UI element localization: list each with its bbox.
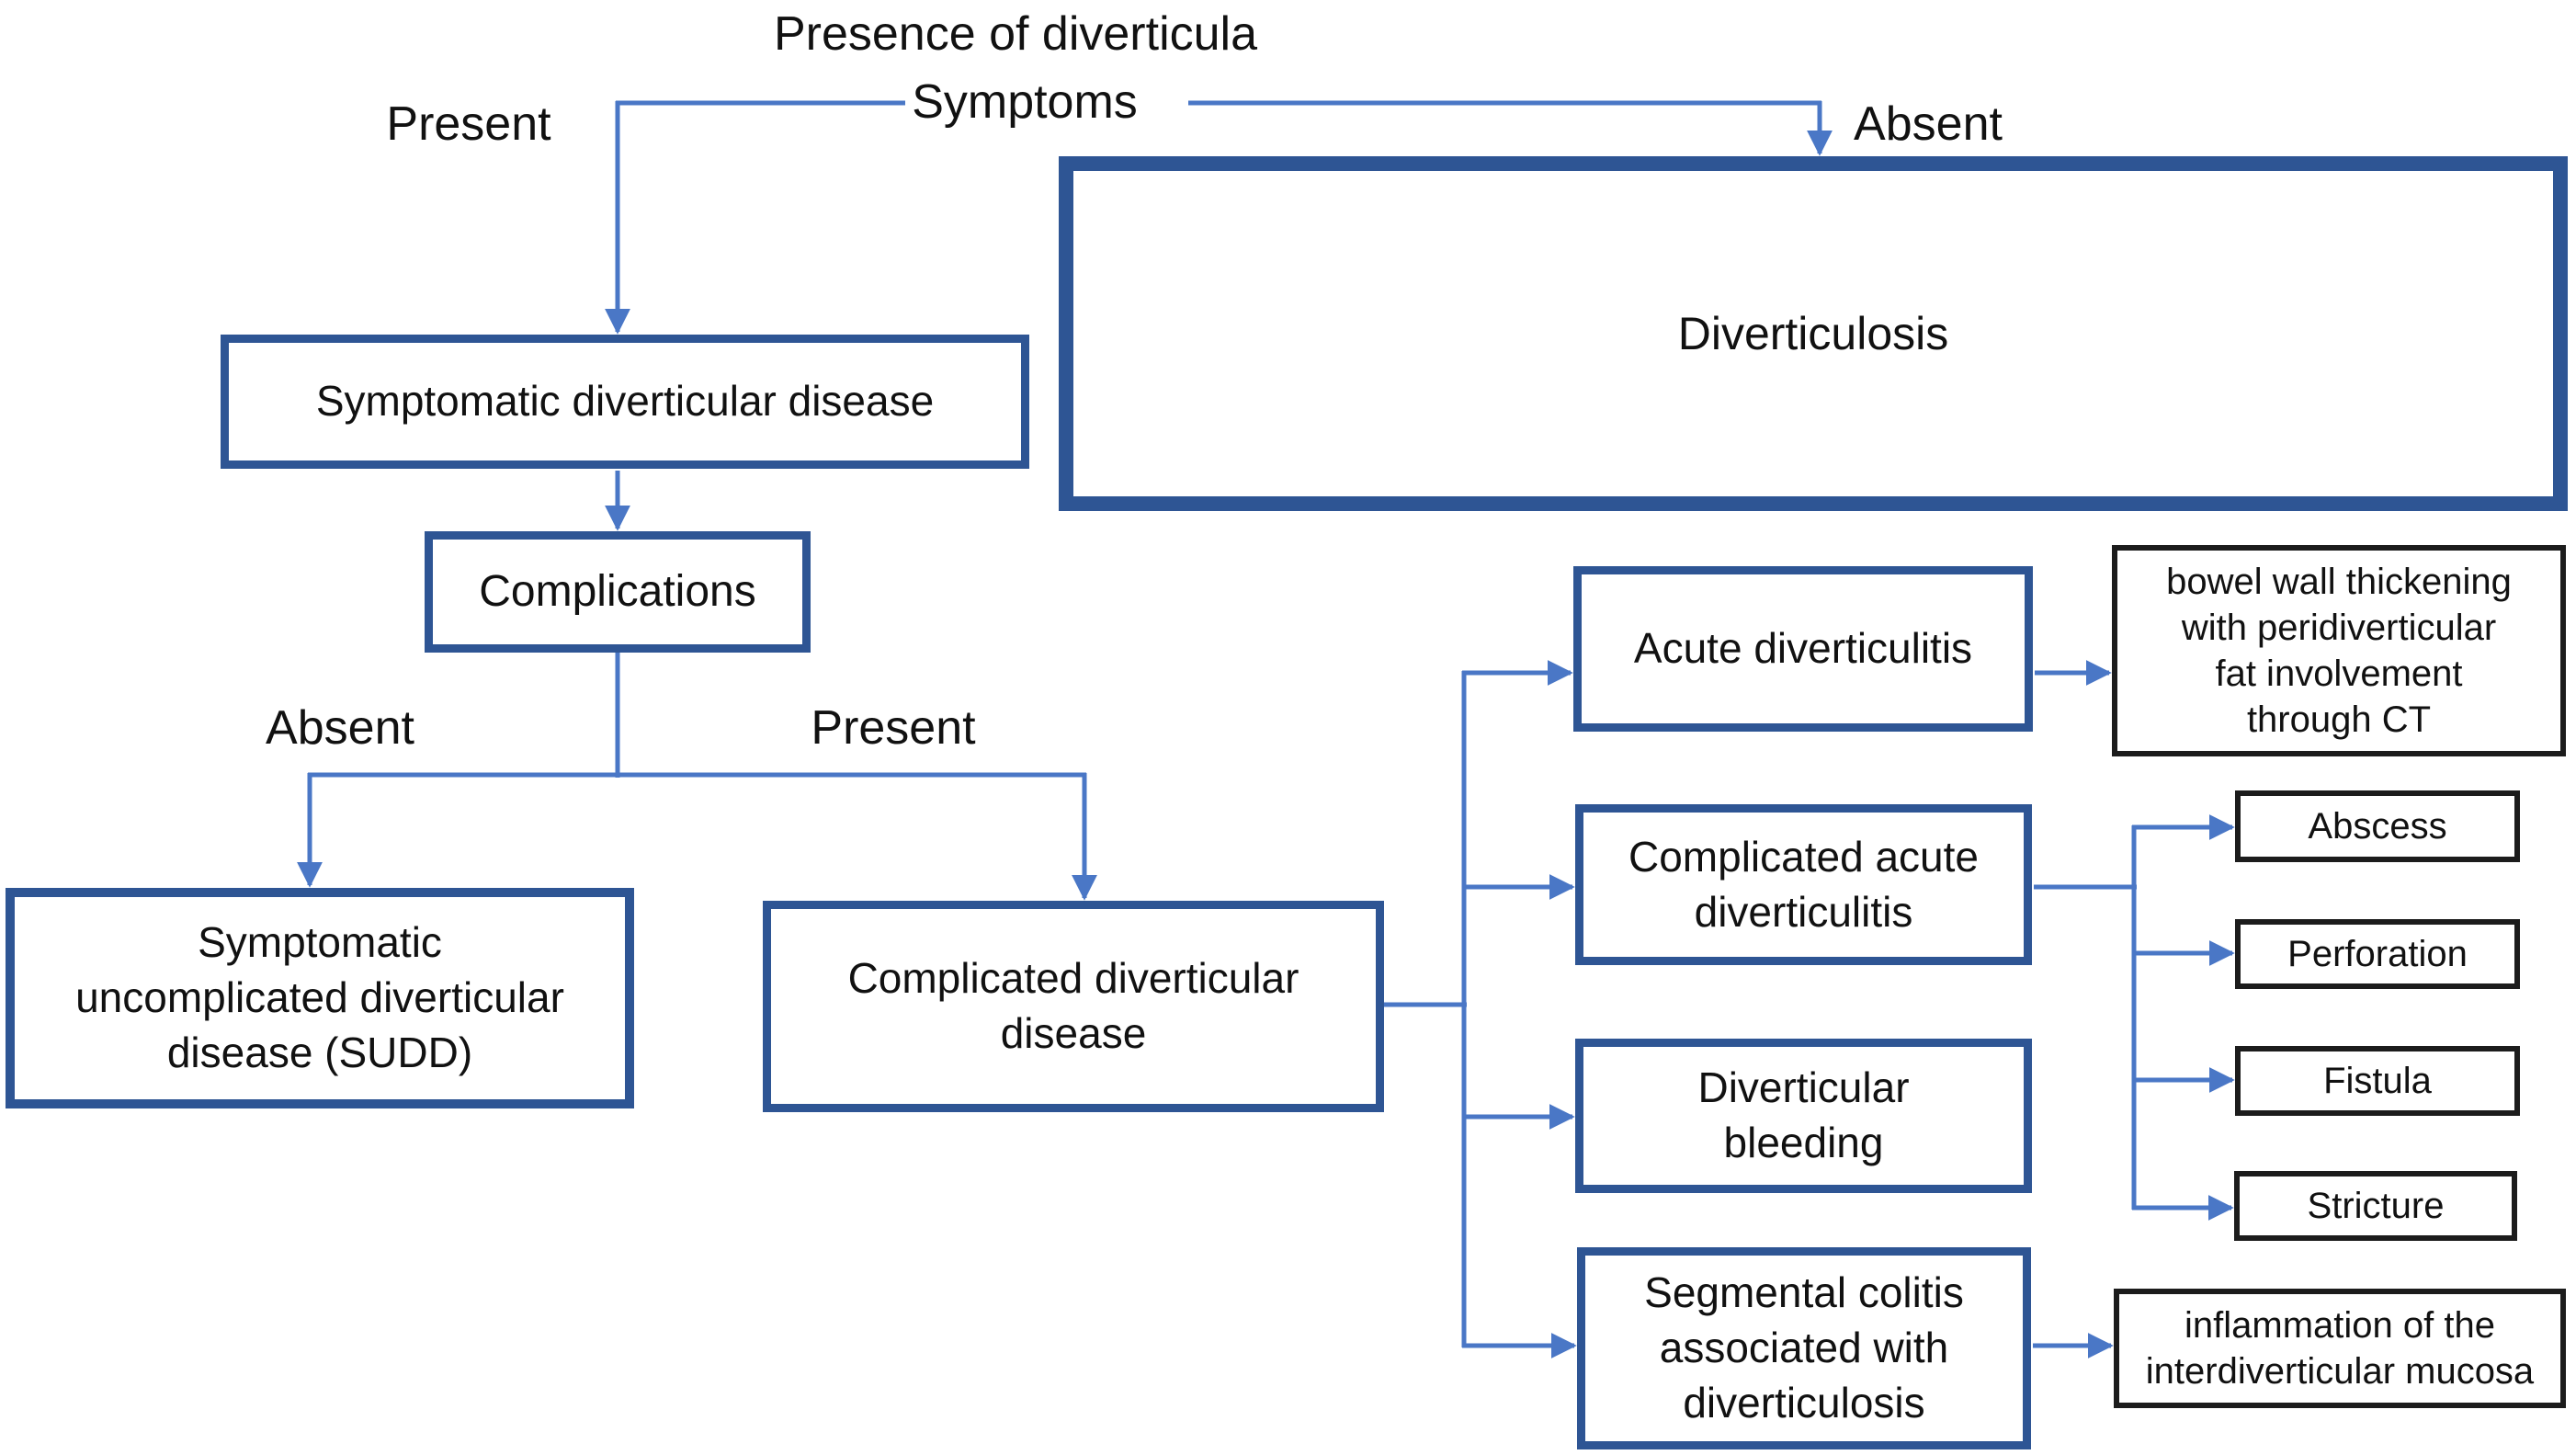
- node-complicated-acute-diverticulitis-label: Complicated acute diverticulitis: [1628, 832, 1979, 936]
- node-acute-diverticulitis: Acute diverticulitis: [1573, 566, 2033, 732]
- node-sudd-label: Symptomatic uncomplicated diverticular d…: [75, 918, 564, 1076]
- node-perforation-label: Perforation: [2287, 934, 2468, 974]
- node-fistula-label: Fistula: [2323, 1061, 2432, 1101]
- node-segmental-colitis: Segmental colitis associated with divert…: [1577, 1247, 2031, 1449]
- node-complicated-diverticular-disease-label: Complicated diverticular disease: [847, 954, 1299, 1057]
- node-segmental-colitis-label: Segmental colitis associated with divert…: [1644, 1268, 1964, 1427]
- branch-label-symptoms-present: Present: [386, 97, 551, 151]
- node-abscess-label: Abscess: [2308, 806, 2447, 847]
- node-symptomatic-diverticular-disease: Symptomatic diverticular disease: [221, 335, 1029, 469]
- node-acute-diverticulitis-label: Acute diverticulitis: [1633, 624, 1973, 673]
- node-diverticular-bleeding-label: Diverticular bleeding: [1697, 1063, 1910, 1166]
- node-stricture-label: Stricture: [2307, 1186, 2445, 1226]
- note-inflammation-label: inflammation of the interdiverticular mu…: [2145, 1305, 2535, 1392]
- node-diverticulosis-label: Diverticulosis: [1677, 307, 1949, 359]
- node-diverticulosis: Diverticulosis: [1059, 156, 2568, 511]
- note-inflammation: inflammation of the interdiverticular mu…: [2114, 1289, 2566, 1408]
- branch-label-complications-absent: Absent: [266, 701, 414, 755]
- note-ct-findings-label: bowel wall thickening with peridiverticu…: [2166, 562, 2512, 740]
- node-sudd: Symptomatic uncomplicated diverticular d…: [6, 888, 634, 1108]
- node-symptomatic-diverticular-disease-label: Symptomatic diverticular disease: [315, 377, 935, 426]
- node-fistula: Fistula: [2235, 1046, 2520, 1116]
- note-ct-findings: bowel wall thickening with peridiverticu…: [2112, 545, 2566, 756]
- branch-label-symptoms-absent: Absent: [1854, 97, 2003, 151]
- node-complicated-acute-diverticulitis: Complicated acute diverticulitis: [1575, 804, 2032, 965]
- node-complicated-diverticular-disease: Complicated diverticular disease: [763, 901, 1384, 1112]
- branch-label-complications-present: Present: [811, 701, 976, 755]
- node-complications-label: Complications: [479, 566, 756, 616]
- node-diverticular-bleeding: Diverticular bleeding: [1575, 1039, 2032, 1193]
- node-perforation: Perforation: [2235, 919, 2520, 989]
- node-abscess: Abscess: [2235, 790, 2520, 862]
- node-complications: Complications: [425, 531, 811, 653]
- node-stricture: Stricture: [2234, 1171, 2517, 1241]
- title-presence-of-diverticula: Presence of diverticula: [773, 7, 1258, 61]
- decision-symptoms: Symptoms: [912, 75, 1138, 129]
